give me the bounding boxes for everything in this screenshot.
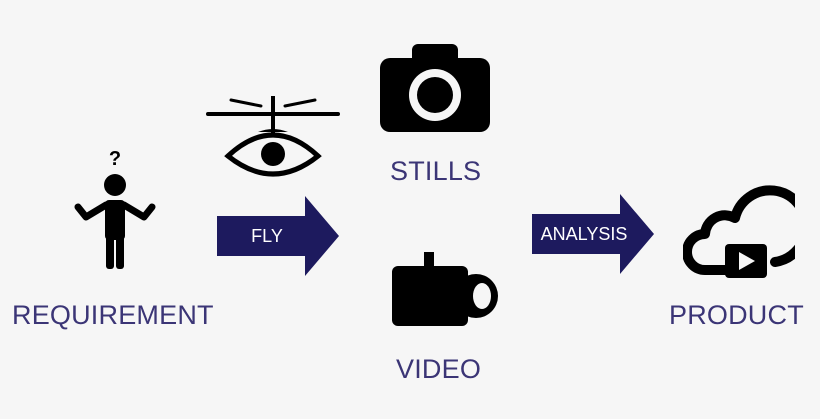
requirement-label: REQUIREMENT xyxy=(12,300,214,330)
video-camera-icon xyxy=(390,250,500,330)
fly-arrow-label: FLY xyxy=(251,226,283,246)
fly-arrow xyxy=(217,196,339,276)
analysis-arrow-label: ANALYSIS xyxy=(540,224,628,244)
camera-icon xyxy=(380,40,490,132)
stills-label: STILLS xyxy=(390,156,482,186)
requirement-person-icon: ? xyxy=(70,145,160,275)
product-label: PRODUCT xyxy=(669,300,804,330)
video-label: VIDEO xyxy=(396,354,482,384)
analysis-arrow xyxy=(532,194,654,274)
question-mark: ? xyxy=(109,148,121,170)
drone-eye-icon xyxy=(203,92,343,182)
cloud-play-icon xyxy=(683,182,795,282)
